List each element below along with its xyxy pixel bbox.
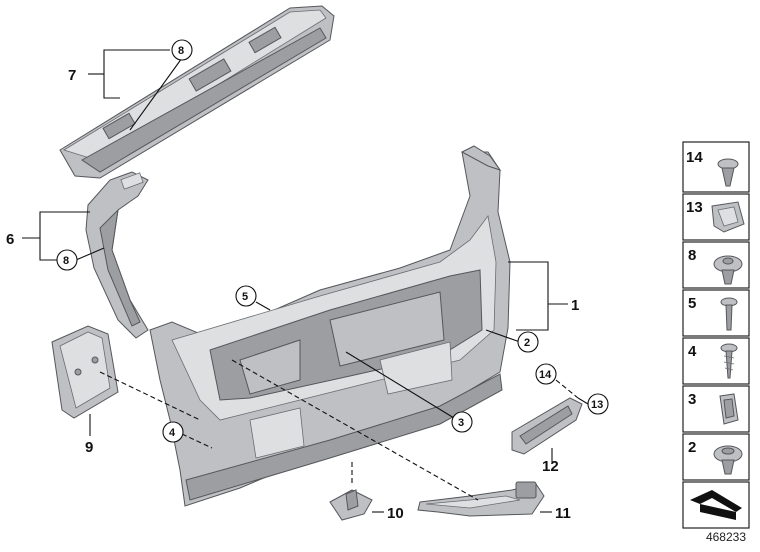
callout-9: 9 — [85, 439, 93, 456]
legend-number-13: 13 — [686, 199, 703, 216]
callout-8-left-circle — [56, 249, 78, 271]
callout-3-circle — [451, 411, 473, 433]
callout-4: 4 — [169, 427, 176, 439]
leader-lines — [22, 49, 589, 513]
legend-box-3 — [682, 385, 750, 433]
callout-11: 11 — [555, 505, 571, 522]
screw-washer-icon — [720, 297, 738, 331]
legend-number-3: 3 — [688, 391, 696, 408]
callout-7: 7 — [68, 67, 76, 84]
callout-10: 10 — [387, 505, 404, 522]
legend-number-5: 5 — [688, 295, 696, 312]
callout-2-circle — [517, 331, 539, 353]
callout-6: 6 — [6, 231, 14, 248]
spring-clip-icon — [711, 201, 745, 233]
upper-trim-panel — [59, 5, 335, 179]
pillar-trim — [85, 171, 149, 339]
side-cover-panel — [51, 325, 119, 419]
callout-1: 1 — [571, 297, 579, 314]
legend-number-8: 8 — [688, 247, 696, 264]
legend-box-4 — [682, 337, 750, 385]
callout-14-circle — [535, 363, 557, 385]
callout-14: 14 — [539, 369, 552, 381]
image-id-label: 468233 — [705, 530, 746, 544]
lower-bracket — [417, 481, 545, 517]
callout-5: 5 — [242, 291, 248, 303]
callout-2: 2 — [524, 337, 530, 349]
push-rivet-icon — [713, 445, 743, 475]
clip-nut-icon — [717, 158, 739, 187]
handle-insert — [511, 397, 583, 455]
callout-3: 3 — [458, 417, 464, 429]
callout-5-circle — [235, 285, 257, 307]
legend-number-14: 14 — [686, 149, 703, 166]
expanding-rivet-icon — [713, 255, 743, 285]
legend-number-2: 2 — [688, 439, 696, 456]
fastener-legend: 14 13 8 5 4 — [682, 141, 750, 529]
clip-nut-square-icon — [719, 393, 739, 425]
tapping-screw-icon — [720, 343, 738, 379]
tailgate-trim — [149, 145, 511, 507]
callout-12: 12 — [542, 458, 559, 475]
callouts: 7 8 6 8 5 1 2 14 13 3 4 9 12 10 11 — [6, 39, 609, 522]
callout-8-top-circle — [171, 39, 193, 61]
legend-box-5 — [682, 289, 750, 337]
callout-8-top: 8 — [178, 45, 184, 57]
callout-13: 13 — [591, 399, 603, 411]
legend-box-14 — [682, 141, 750, 193]
legend-box-arrow — [682, 481, 750, 529]
legend-number-4: 4 — [688, 343, 697, 360]
direction-arrow-icon — [690, 490, 742, 520]
callout-13-circle — [587, 393, 609, 415]
callout-4-circle — [162, 421, 184, 443]
callout-8-left: 8 — [63, 255, 69, 267]
small-clip — [329, 489, 373, 521]
